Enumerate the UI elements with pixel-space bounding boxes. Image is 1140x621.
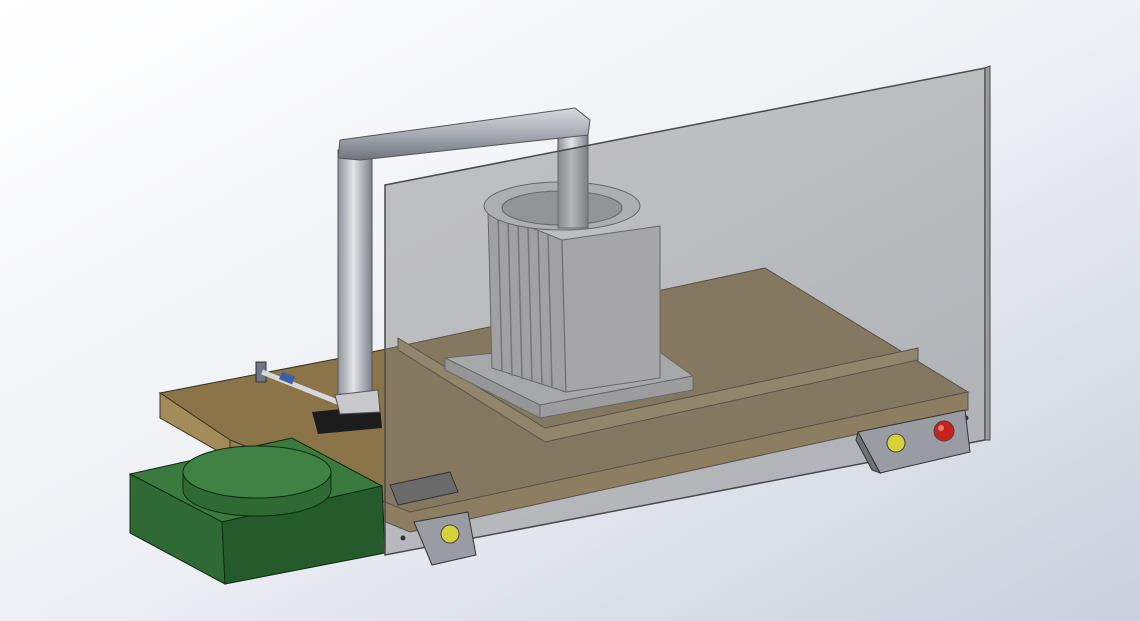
- turntable-disc-top: [182, 445, 332, 499]
- red-button-icon: [933, 420, 955, 442]
- sensor-probe[interactable]: [255, 361, 346, 408]
- horizontal-beam: [337, 107, 591, 161]
- yellow-button-icon: [440, 524, 460, 544]
- right-vertical-tube: [557, 127, 589, 229]
- sensor-probe-rod: [261, 369, 346, 408]
- finned-heatsink-part[interactable]: [483, 181, 661, 393]
- glass-edge: [984, 65, 991, 441]
- gantry-arm[interactable]: [334, 107, 591, 415]
- arm-foot: [334, 389, 381, 415]
- left-vertical-tube: [337, 149, 373, 406]
- heatsink-fins: [497, 213, 553, 389]
- glass-shield-panel[interactable]: [384, 65, 991, 556]
- stop-button[interactable]: [933, 420, 955, 442]
- heatsink-front-face: [561, 225, 661, 393]
- yellow-button-icon: [886, 433, 906, 453]
- clamp-block: [389, 471, 459, 506]
- button-highlight: [938, 425, 944, 431]
- green-turntable-box[interactable]: [128, 437, 386, 585]
- guide-rail: [397, 337, 919, 443]
- start-button-right[interactable]: [886, 433, 906, 453]
- screw-icon: [400, 535, 406, 541]
- sensor-tip: [279, 371, 295, 385]
- start-button-left[interactable]: [440, 524, 460, 544]
